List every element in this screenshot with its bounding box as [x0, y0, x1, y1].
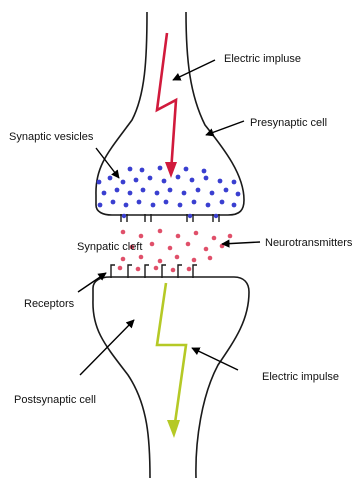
vesicle-dot — [232, 203, 237, 208]
neurotransmitter-dot — [139, 255, 144, 260]
label-neurotransmitters: Neurotransmitters — [265, 237, 353, 249]
vesicle-dot — [206, 203, 211, 208]
neurotransmitter-dot — [136, 267, 141, 272]
neurotransmitter-dot — [176, 234, 181, 239]
vesicle-dot — [236, 192, 241, 197]
vesicle-dot — [158, 166, 163, 171]
neurotransmitter-dot — [212, 236, 217, 241]
vesicle-dot — [115, 188, 120, 193]
vesicle-dot — [182, 191, 187, 196]
vesicle-dot — [151, 203, 156, 208]
label-presynaptic-cell: Presynaptic cell — [250, 117, 327, 129]
electric-impulse-bottom-bolt — [157, 283, 186, 430]
label-synaptic-cleft: Synpatic cleft — [77, 241, 142, 253]
neurotransmitter-dot — [194, 231, 199, 236]
label-electric-impulse-bottom: Electric impulse — [262, 371, 339, 383]
postsynaptic-cell-outline — [93, 277, 249, 478]
neurotransmitter-dot — [121, 230, 126, 235]
vesicle-dot — [108, 176, 113, 181]
vesicle-dot — [128, 191, 133, 196]
vesicle-dot — [98, 203, 103, 208]
neurotransmitter-dot — [228, 234, 233, 239]
neurotransmitter-dot — [121, 257, 126, 262]
pointer-electric-impulse-top — [173, 60, 215, 80]
label-electric-impulse-top: Electric impluse — [224, 53, 301, 65]
vesicle-dot — [111, 200, 116, 205]
neurotransmitter-dot — [192, 258, 197, 263]
neurotransmitter-dot — [158, 229, 163, 234]
vesicle-dot — [224, 188, 229, 193]
vesicle-dot — [218, 179, 223, 184]
synaptic-vesicles — [97, 166, 241, 208]
vesicle-dot — [137, 200, 142, 205]
vesicle-dot — [190, 178, 195, 183]
vesicle-dot — [140, 168, 145, 173]
vesicle-dot — [155, 191, 160, 196]
vesicle-dot — [210, 191, 215, 196]
vesicle-dot — [141, 188, 146, 193]
neurotransmitter-dot — [175, 255, 180, 260]
vesicle-dot — [196, 188, 201, 193]
vesicle-dot — [204, 176, 209, 181]
label-receptors: Receptors — [24, 298, 75, 310]
vesicle-dot — [192, 200, 197, 205]
vesicle-dot — [121, 180, 126, 185]
pointer-electric-impulse-bottom — [192, 348, 238, 370]
electric-impulse-top-bolt — [157, 33, 176, 172]
vesicle-dot — [148, 176, 153, 181]
neurotransmitter-dot — [187, 267, 192, 272]
neurotransmitter-dot — [168, 246, 173, 251]
pointer-neurotransmitters — [222, 242, 260, 244]
neurotransmitter-dot — [139, 234, 144, 239]
neurotransmitter-dot — [208, 256, 213, 261]
pointer-presynaptic-cell — [206, 121, 244, 135]
vesicle-dot — [220, 200, 225, 205]
vesicle-dot — [134, 178, 139, 183]
vesicle-dot — [232, 180, 237, 185]
pointer-postsynaptic-cell — [80, 320, 134, 375]
neurotransmitter-dot — [204, 247, 209, 252]
neurotransmitter-dot — [154, 266, 159, 271]
vesicle-dot — [162, 179, 167, 184]
vesicle-dot — [184, 167, 189, 172]
pointer-receptors — [78, 273, 106, 292]
vesicle-dot — [202, 169, 207, 174]
vesicle-dot — [176, 175, 181, 180]
vesicle-dot — [97, 180, 102, 185]
label-postsynaptic-cell: Postsynaptic cell — [14, 394, 96, 406]
vesicle-dot — [164, 200, 169, 205]
neurotransmitter-dot — [171, 268, 176, 273]
electric-impulse-bottom-arrowhead — [167, 420, 180, 438]
neurotransmitter-dot — [118, 266, 123, 271]
neurotransmitter-dot — [186, 242, 191, 247]
vesicle-dot — [178, 203, 183, 208]
electric-impulse-top-arrowhead — [165, 162, 177, 178]
neurotransmitter-dot — [158, 259, 163, 264]
vesicle-dot — [124, 203, 129, 208]
vesicle-dot — [168, 188, 173, 193]
vesicle-dot — [102, 191, 107, 196]
presynaptic-cell-outline — [96, 12, 244, 215]
neurotransmitter-dot — [150, 242, 155, 247]
vesicle-dot — [128, 167, 133, 172]
pointer-synaptic-vesicles — [96, 148, 119, 178]
label-synaptic-vesicles: Synaptic vesicles — [9, 131, 94, 143]
